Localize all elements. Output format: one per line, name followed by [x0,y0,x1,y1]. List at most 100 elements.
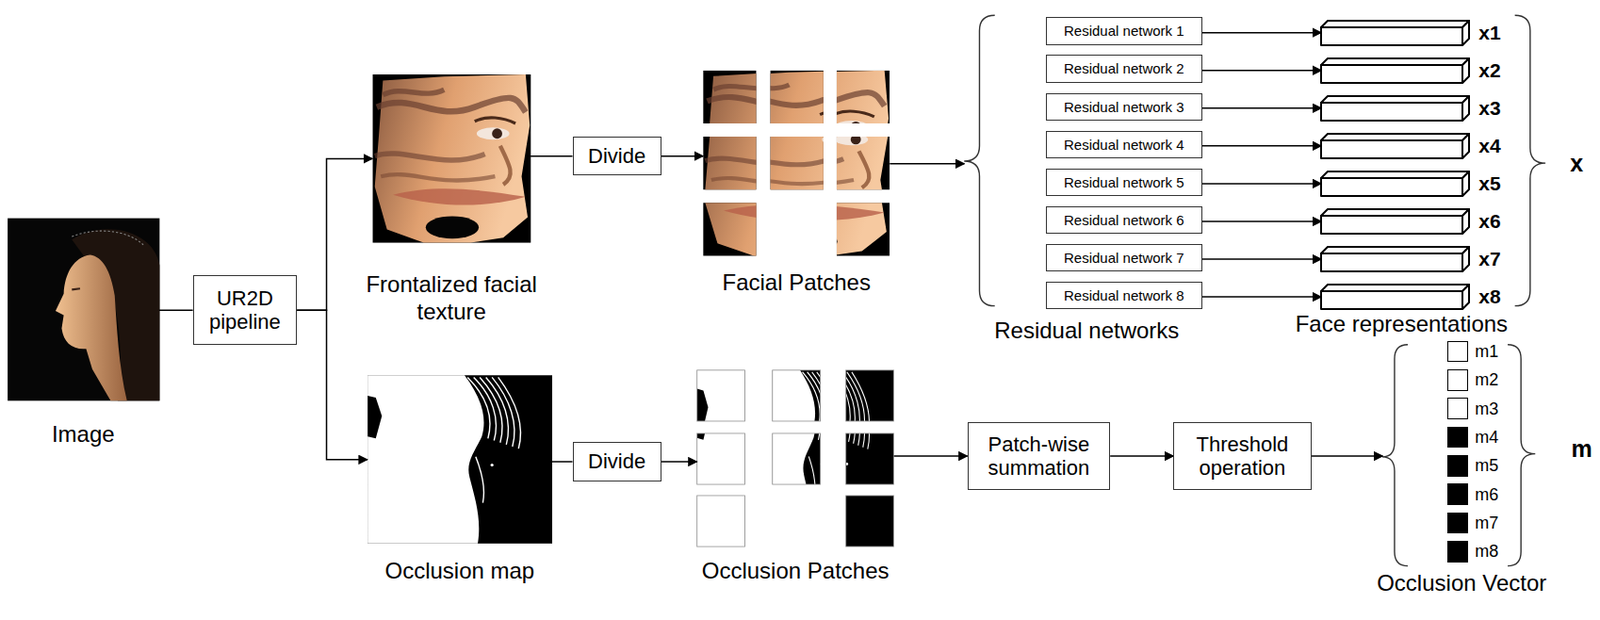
flow-arrow [1202,295,1323,298]
process-box: Residual network 7 [1045,244,1203,272]
box-text: Patch-wise summation [971,432,1108,481]
flow-arrow [661,460,698,463]
vector-symbol: x [1569,149,1584,178]
illustration-part [750,393,895,547]
bar-face [1321,253,1463,272]
feature-vector-bar: x3 [1321,96,1470,121]
feature-vector-bar: x7 [1321,246,1470,272]
caption-label: Face representations [1295,310,1508,339]
bar-outline [1321,133,1470,159]
bar-face [1321,171,1470,179]
vector-label: m5 [1474,456,1499,476]
vector-label: m6 [1474,484,1499,505]
vector-label: m2 [1474,370,1499,391]
process-box: Divide [572,136,662,176]
vector-label: x2 [1478,59,1501,82]
illustration-part [697,370,895,547]
feature-vector-bar: x2 [1321,58,1470,83]
bar-face [1462,133,1470,159]
process-box: Residual network 3 [1045,93,1203,121]
box-text: Residual network 1 [1063,22,1185,39]
bar-face [1462,209,1470,234]
illustration-part [71,288,81,290]
illustration-part [846,370,895,422]
box-text: Residual network 3 [1063,98,1185,115]
illustration-part [55,255,128,402]
flow-arrow [1202,107,1323,110]
flow-arrow [1202,32,1323,34]
caption-label: Occlusion Vector [1376,570,1547,598]
box-text: Residual network 4 [1063,136,1185,153]
vector-label: x7 [1478,247,1501,271]
caption-label: Occlusion Patches [702,557,890,586]
process-box: Residual network 1 [1045,16,1203,45]
feature-vector-bar: x5 [1321,171,1470,196]
box-text: Residual network 6 [1063,212,1185,229]
illustration-part [697,370,746,422]
feature-vector-bar: x1 [1321,20,1470,46]
bar-face [1462,58,1470,83]
illustration-part [697,393,842,547]
illustration-part [963,15,995,306]
bar-outline [1321,58,1470,83]
bar-face [1321,140,1463,159]
process-box: Patch-wise summation [967,422,1111,490]
image-node: Occlusion map [367,375,553,545]
bar-outline [1321,209,1470,234]
flow-arrow [1202,220,1323,223]
caption-label: Occlusion map [384,557,535,586]
flow-arrow [552,460,573,463]
bar-face [1321,246,1470,254]
box-text: UR2D pipeline [196,286,294,335]
facial-patch-images [702,70,890,257]
braces [963,15,1546,566]
process-box: Residual network 8 [1045,281,1203,310]
vector-symbol: m [1570,435,1592,463]
caption-label: Frontalized facial texture [350,271,554,327]
illustration-part [697,433,746,485]
bar-face [1462,246,1470,272]
occlusion-cell: m4 [1447,426,1470,449]
image-node: Facial Patches [702,70,890,258]
illustration-part [1507,344,1535,567]
process-box: Residual network 6 [1045,206,1203,234]
illustration-part [730,97,890,257]
caption-label: Image [51,421,115,449]
bar-face [1321,102,1463,121]
occlusion-cell: m1 [1447,341,1470,363]
frontalized-texture [373,74,532,244]
flow-arrow [1311,455,1384,458]
vector-label: x1 [1478,21,1501,45]
box-text: Threshold operation [1176,432,1307,481]
bar-outline [1321,284,1470,310]
vector-label: m4 [1474,427,1499,448]
process-box: Divide [572,441,662,482]
bar-face [1321,96,1470,103]
flow-arrow [1110,455,1174,458]
caption-label: Residual networks [994,317,1179,345]
vector-label: m8 [1474,541,1499,562]
illustration-part [697,495,746,547]
box-text: Divide [587,144,646,168]
bar-face [1321,178,1463,196]
flow-arrow [1202,182,1323,185]
input-photo [7,218,160,402]
group-region: Occlusion Vectorm1m2m3m4m5m6m7m8 [1382,336,1541,569]
image-node: Occlusion Patches [697,370,895,546]
bar-face [1321,284,1470,292]
flow-arrow [296,158,373,311]
occlusion-cell: m8 [1447,540,1470,563]
illustration-part [730,97,890,257]
bar-face [1321,27,1463,46]
feature-vector-bar: x4 [1321,133,1470,159]
occlusion-patch-images [697,370,895,547]
image-node: Frontalized facial texture [372,74,531,244]
caption-label: Facial Patches [721,269,870,297]
bar-face [1321,209,1470,216]
illustration-part [697,393,842,547]
flow-arrow [889,163,964,165]
group-region: Face representationsx1x2x3x4x5x6x7x8 [1318,12,1486,304]
bar-face [1321,65,1463,83]
illustration-part [71,230,144,245]
bar-face [1321,20,1470,28]
